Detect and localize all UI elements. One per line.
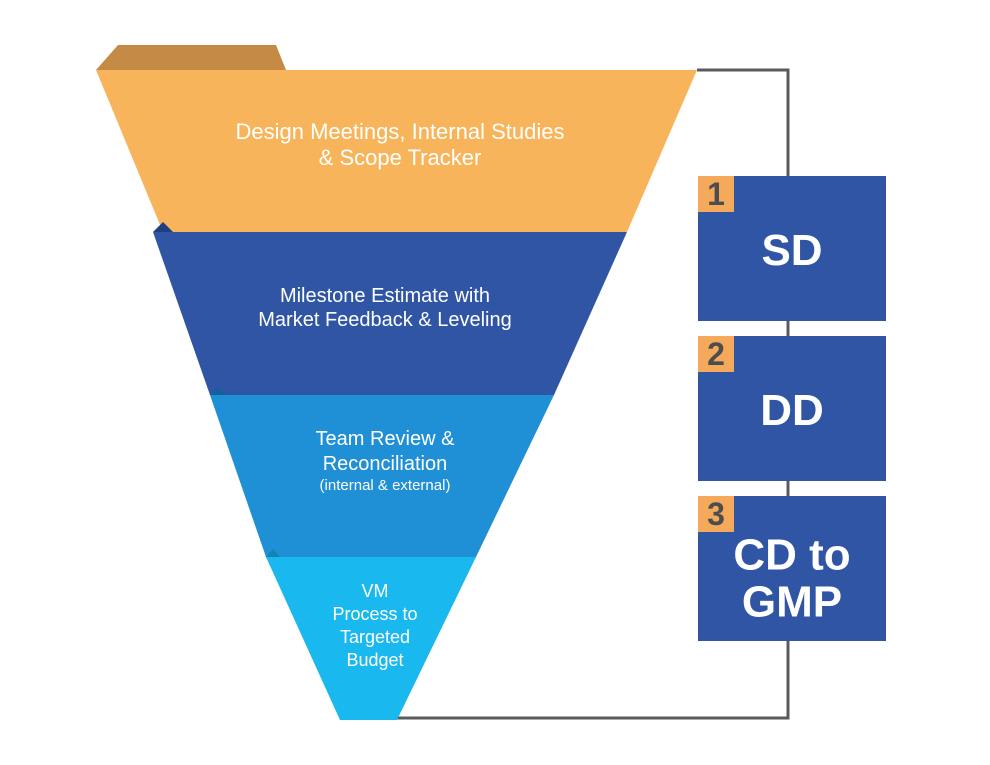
stage4-label-line1: VM [361, 581, 389, 601]
stage4-label-line2: Process to [332, 603, 418, 624]
phase-number-badge: 3 [698, 496, 734, 532]
stage1-label: Design Meetings, Internal Studies & Scop… [160, 119, 640, 172]
stage2-label-line2: Market Feedback & Leveling [258, 309, 512, 331]
stage2-label-line1: Milestone Estimate with [279, 285, 491, 307]
funnel-stage-1 [96, 70, 697, 232]
stage3-label: Team Review & Reconciliation (internal &… [240, 427, 530, 495]
stage3-label-line2: Reconciliation [322, 453, 448, 475]
stage1-label-line1: Design Meetings, Internal Studies [235, 119, 565, 144]
phase-number-badge: 1 [698, 176, 734, 212]
phase-title-line1: CD to [733, 530, 851, 580]
phase-number-badge: 2 [698, 336, 734, 372]
phase-box-sd: 1 SD [698, 176, 886, 321]
stage2-side-edge [153, 222, 173, 232]
stage4-side-edge [266, 549, 280, 557]
funnel-stage-3 [210, 395, 554, 557]
phase-title: DD [698, 388, 886, 436]
phase-title: CD to GMP [698, 531, 886, 626]
stage3-label-line3: (internal & external) [319, 477, 451, 494]
stage1-label-line2: & Scope Tracker [318, 145, 482, 171]
phase-title-line1: SD [761, 226, 823, 276]
stage3-side-edge [210, 387, 226, 395]
phase-title-line1: DD [760, 386, 824, 436]
funnel-stage-4 [266, 557, 476, 720]
stage4-label-line4: Budget [346, 649, 404, 670]
stage2-label: Milestone Estimate with Market Feedback … [200, 284, 570, 332]
stage4-label: VM Process to Targeted Budget [300, 580, 450, 671]
phase-title-line2: GMP [741, 577, 843, 627]
phase-box-cd-to-gmp: 3 CD to GMP [698, 496, 886, 641]
phase-title: SD [698, 228, 886, 276]
funnel-stage-2 [153, 232, 627, 395]
phase-box-dd: 2 DD [698, 336, 886, 481]
stage1-top-edge [96, 45, 286, 70]
stage3-label-line1: Team Review & [315, 428, 455, 450]
stage4-label-line3: Targeted [339, 626, 411, 647]
